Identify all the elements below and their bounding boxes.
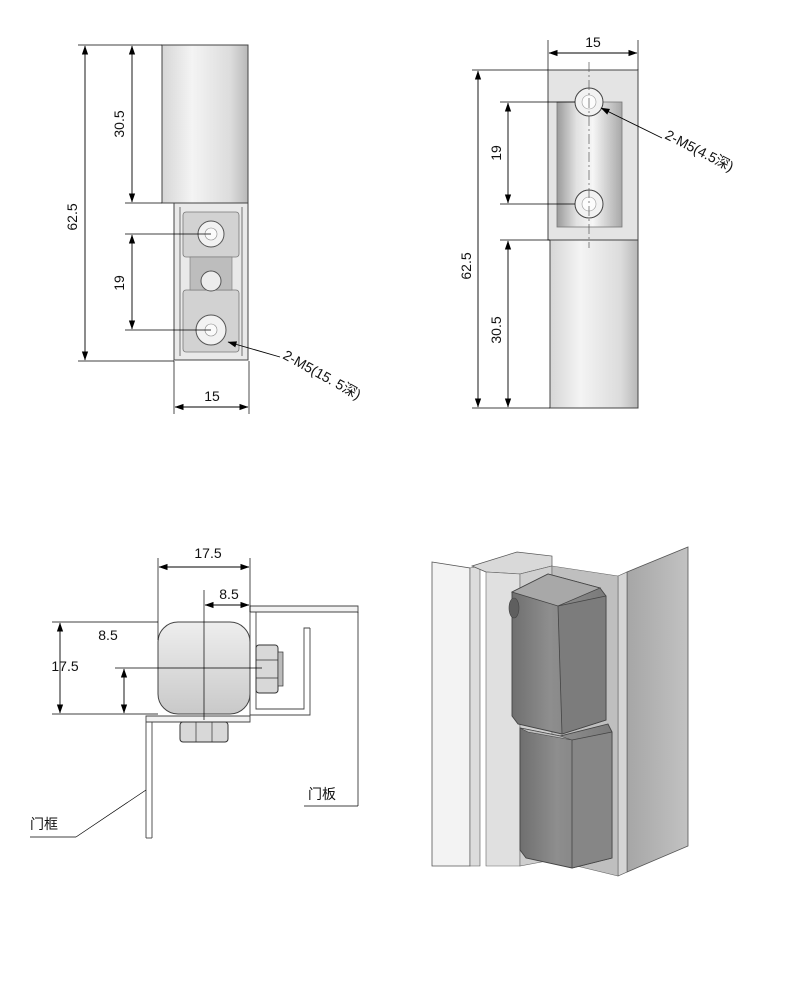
front-dim-total-height: 62.5 <box>64 203 80 230</box>
door-frame <box>145 715 251 838</box>
front-upper-leaf <box>161 44 249 204</box>
hinge-3d-icon <box>431 546 689 877</box>
top-dim-height: 17.5 <box>51 658 78 674</box>
side-nut <box>255 644 279 694</box>
top-dim-offset-x: 8.5 <box>219 586 239 602</box>
side-thread-note: 2-M5(4.5深) <box>663 126 737 174</box>
side-dim-total-height: 62.5 <box>458 252 474 279</box>
front-dim-width: 15 <box>204 388 220 404</box>
side-dim-lower-leaf: 30.5 <box>488 316 504 343</box>
isometric-view <box>431 546 689 877</box>
front-thread-note: 2-M5(15. 5深) <box>281 347 364 403</box>
label-door-frame: 门框 <box>30 816 58 832</box>
top-view: 17.5 8.5 8.5 17.5 门框 门板 <box>30 545 359 839</box>
front-dim-upper-leaf: 30.5 <box>111 110 127 137</box>
side-dim-width: 15 <box>585 34 601 50</box>
bottom-nut <box>179 721 229 743</box>
front-view: 62.5 30.5 19 15 2-M5(15. 5深) <box>64 44 364 414</box>
side-lower-leaf <box>549 239 639 409</box>
front-pin <box>200 270 222 292</box>
top-dim-offset-y: 8.5 <box>98 627 118 643</box>
label-door-panel: 门板 <box>308 786 336 802</box>
side-view: 15 19 62.5 30.5 2-M5(4.5深) <box>458 34 737 409</box>
side-dim-hole-pitch: 19 <box>488 145 504 161</box>
door-panel <box>249 605 359 613</box>
top-dim-width: 17.5 <box>194 545 221 561</box>
front-dim-hole-pitch: 19 <box>111 275 127 291</box>
